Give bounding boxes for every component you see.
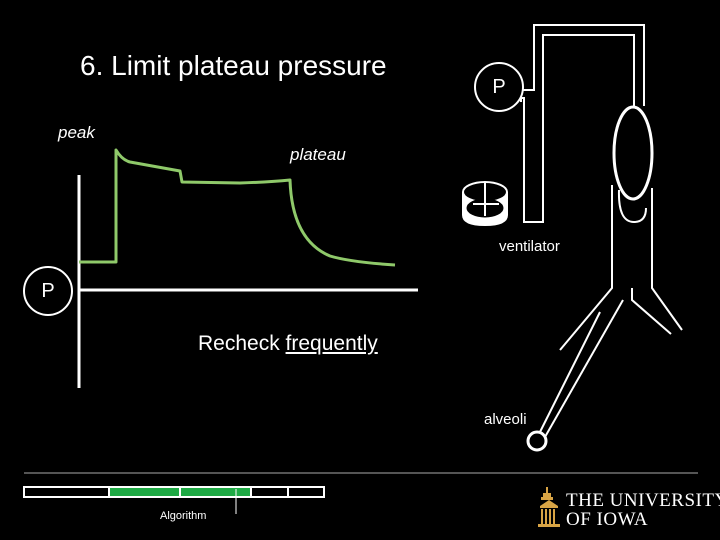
alveoli-label: alveoli — [484, 411, 527, 428]
pressure-gauge-left: P — [23, 266, 73, 316]
slide-title: 6. Limit plateau pressure — [80, 50, 387, 81]
recheck-lead: Recheck — [198, 332, 286, 355]
peak-pressure-label: peak — [58, 123, 95, 142]
ventilator-label: ventilator — [499, 238, 560, 255]
algorithm-label: Algorithm — [160, 510, 207, 522]
et-tube-cuff — [612, 105, 654, 201]
university-logo: THE UNIVERSITY OF IOWA — [536, 486, 720, 530]
pressure-waveform — [79, 148, 396, 267]
algorithm-progress-bar — [23, 486, 325, 514]
pressure-gauge-top: P — [474, 62, 524, 112]
inspiratory-tube — [521, 24, 645, 106]
cuff-tail — [617, 189, 647, 224]
recheck-emphasis: frequently — [285, 332, 378, 355]
logo-line-2: OF IOWA — [566, 509, 649, 530]
logo-line-1: THE UNIVERSITY — [566, 490, 720, 511]
bronchus-inner — [544, 299, 624, 438]
trachea-right-wall — [651, 188, 683, 331]
trachea-left-wall — [559, 185, 613, 351]
carina — [631, 288, 672, 335]
recheck-note: Recheck frequently — [198, 333, 378, 354]
old-capitol-icon — [538, 487, 560, 527]
plateau-pressure-label: plateau — [290, 145, 346, 164]
bronchus-outer — [539, 311, 601, 433]
expiratory-tube — [521, 34, 635, 223]
alveolus — [526, 430, 548, 452]
